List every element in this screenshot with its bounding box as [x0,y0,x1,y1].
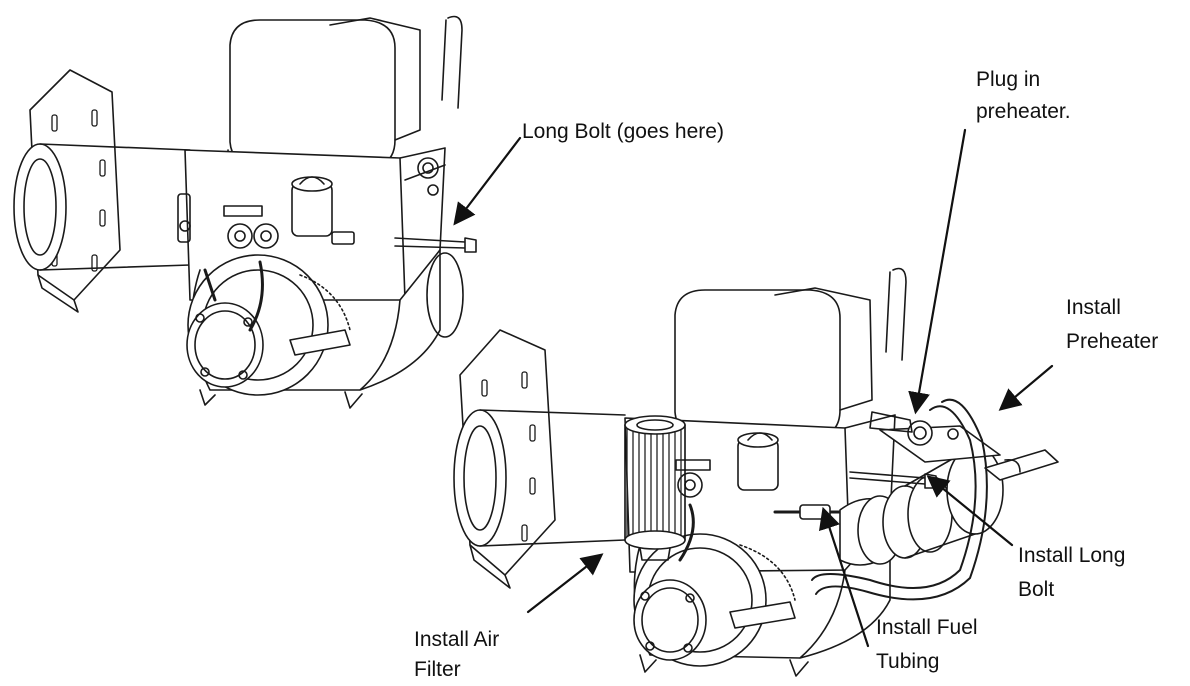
preheater [839,411,1059,566]
arrow-install-air-filter [526,553,604,614]
label-install-preheater-line2: Preheater [1066,330,1159,353]
label-long-bolt-goes-here: Long Bolt (goes here) [522,120,724,143]
label-install-fuel-tubing-line1: Install Fuel [876,616,978,639]
label-install-air-filter-line1: Install Air [414,628,500,651]
arrow-plug-in-preheater [908,128,967,415]
arrow-install-long-bolt [926,475,1014,547]
arrow-install-fuel-tubing [818,506,870,648]
long-bolt-before [394,237,466,249]
arrow-long-bolt-goes-here [453,136,522,226]
burner-after-assembly [453,267,1059,677]
air-filter [624,415,686,561]
label-install-air-filter-line2: Filter [414,658,461,681]
fuel-tubing [678,503,695,562]
label-plug-in-preheater-line1: Plug in [976,68,1041,91]
blast-tube-end [13,143,67,271]
burner-before-assembly [13,15,477,409]
label-install-long-bolt-line1: Install Long [1018,544,1126,567]
label-install-long-bolt-line2: Bolt [1018,578,1055,601]
blast-tube-end-2 [453,409,507,547]
preheater-hose [811,405,977,589]
motor-housing-2 [674,289,841,439]
blast-tube [39,143,191,271]
label-plug-in-preheater-line2: preheater. [976,100,1071,123]
motor-housing [229,19,396,169]
label-install-preheater-line1: Install [1066,296,1121,319]
blast-tube-2 [479,409,626,547]
callout-arrows [453,128,1054,648]
label-install-fuel-tubing-line2: Tubing [876,650,940,673]
long-bolt-installed [849,471,926,485]
arrow-install-preheater [998,364,1054,411]
pump-cover [186,302,264,388]
